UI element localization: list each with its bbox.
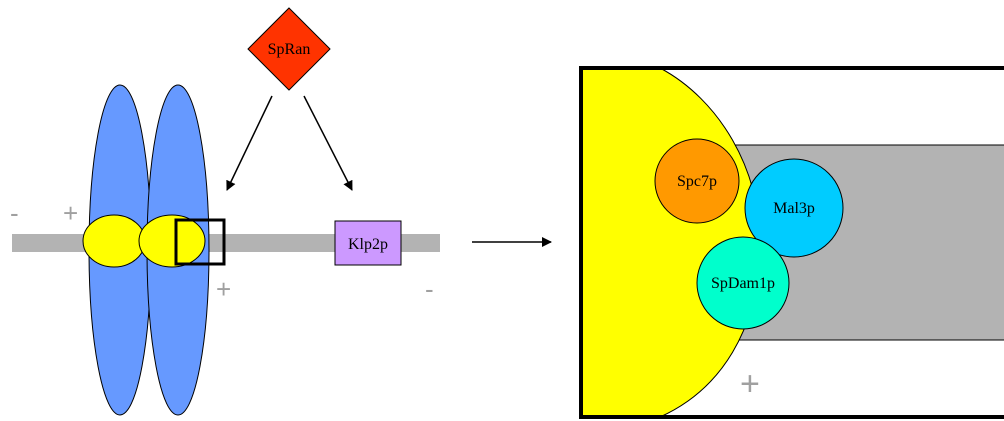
klp2p-node: [334, 220, 402, 266]
kinetochore-plus-sign: +: [216, 274, 231, 304]
spran-label: SpRan: [268, 41, 311, 58]
left-plus-sign: +: [63, 198, 78, 228]
kinetochore-left: [82, 214, 146, 268]
zoom-panel-border: [579, 66, 1004, 419]
spdam1p-label: SpDam1p: [711, 275, 775, 292]
left-minus-sign: -: [10, 198, 19, 228]
zoom-plus-sign: +: [740, 365, 760, 403]
mal3p-node: [744, 158, 844, 258]
klp2p-label: Klp2p: [348, 236, 388, 253]
right-minus-sign: -: [425, 274, 434, 304]
spc7p-node: [654, 138, 740, 224]
arrow-spran-to-kinetochore: [226, 95, 273, 191]
kinetochore-right: [138, 214, 206, 268]
spran-node: [247, 7, 331, 91]
spc7p-label: Spc7p: [677, 173, 717, 190]
zoom-region-box: [174, 218, 226, 266]
arrow-spran-to-klp2p: [303, 95, 353, 191]
spdam1p-node: [696, 236, 790, 330]
mal3p-label: Mal3p: [773, 200, 815, 217]
